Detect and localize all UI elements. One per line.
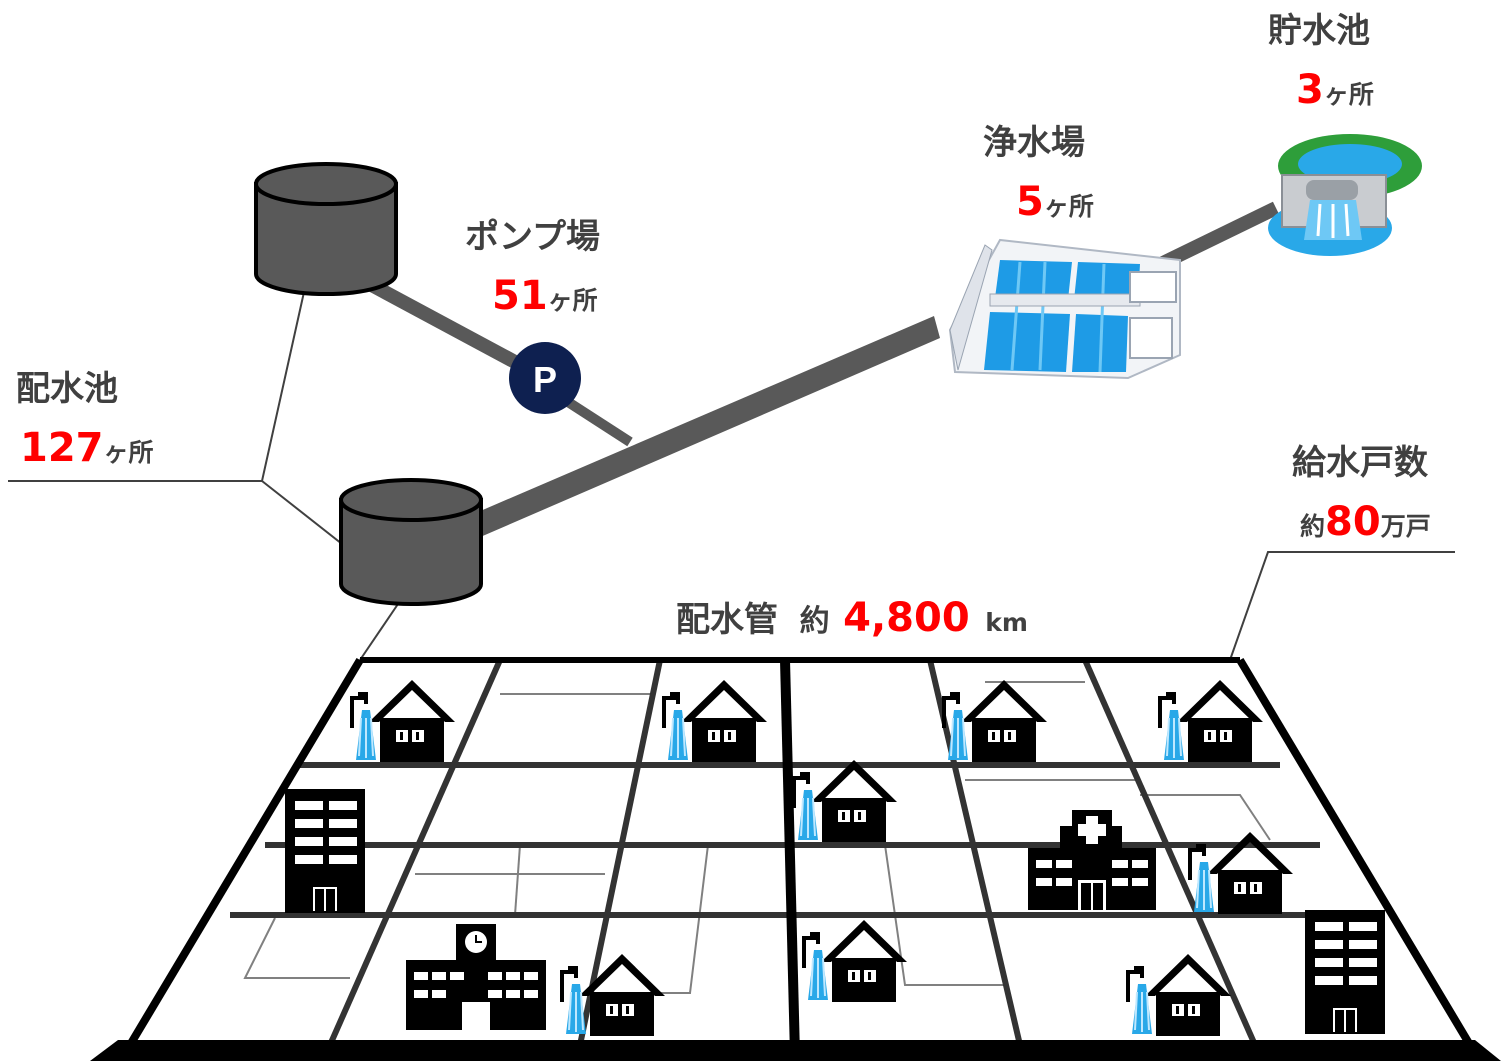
reservoir-title: 貯水池: [1268, 11, 1370, 51]
house-with-faucet-icon: [558, 952, 667, 1038]
distribution-tank-count: 127: [20, 425, 104, 471]
pump-icon: P: [509, 342, 581, 414]
pipes-count: 4,800: [843, 595, 970, 641]
office-building-icon: [1305, 910, 1385, 1034]
purification-plant-icon: [948, 238, 1181, 380]
house-with-faucet-icon: [660, 678, 769, 764]
distribution-tank-upper-icon: [254, 162, 398, 296]
house-with-faucet-icon: [790, 758, 899, 844]
pipes-label-group: 配水管 約 4,800 km: [676, 598, 1028, 638]
pump-unit: ヶ所: [547, 286, 598, 315]
households-unit: 万戸: [1380, 512, 1431, 541]
reservoir-dam-icon: [1268, 134, 1422, 256]
pipes-prefix: 約: [799, 604, 830, 639]
pump-title: ポンプ場: [465, 217, 600, 257]
pump-count-group: 51ヶ所: [492, 276, 598, 316]
reservoir-count: 3: [1296, 67, 1324, 113]
purification-title: 浄水場: [983, 123, 1085, 163]
school-icon: [406, 924, 546, 1030]
distribution-tank-unit: ヶ所: [103, 438, 154, 467]
house-with-faucet-icon: [1156, 678, 1265, 764]
households-title: 給水戸数: [1292, 443, 1428, 483]
households-count-group: 約80万戸: [1300, 502, 1431, 542]
house-with-faucet-icon: [348, 678, 457, 764]
reservoir-unit: ヶ所: [1323, 80, 1374, 109]
house-with-faucet-icon: [1124, 952, 1233, 1038]
households-prefix: 約: [1300, 512, 1326, 541]
office-building-icon: [285, 789, 365, 913]
house-with-faucet-icon: [940, 678, 1049, 764]
purification-count-group: 5ヶ所: [1016, 182, 1094, 222]
pipes-unit: km: [985, 608, 1028, 637]
purification-unit: ヶ所: [1043, 192, 1094, 221]
pump-count: 51: [492, 273, 548, 319]
pipes-title: 配水管: [676, 600, 778, 640]
distribution-tank-title: 配水池: [16, 369, 118, 409]
distribution-tank-count-group: 127ヶ所: [20, 428, 154, 468]
hospital-icon: [1028, 810, 1156, 910]
house-with-faucet-icon: [800, 918, 909, 1004]
distribution-tank-lower-icon: [339, 478, 483, 606]
city-grid: [90, 657, 1501, 1061]
households-count: 80: [1325, 499, 1381, 545]
purification-count: 5: [1016, 179, 1044, 225]
pump-letter: P: [533, 359, 557, 400]
reservoir-count-group: 3ヶ所: [1296, 70, 1374, 110]
